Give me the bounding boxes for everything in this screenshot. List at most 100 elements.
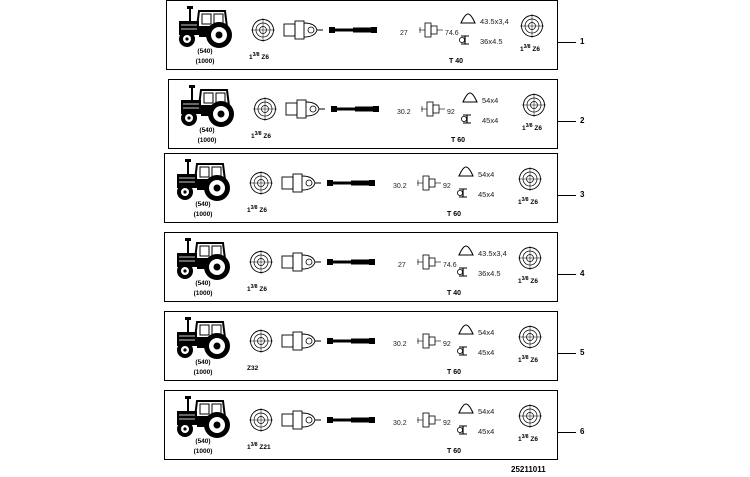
- implement-shaft-icon: [518, 404, 542, 428]
- pto-speed-1000: (1000): [193, 211, 213, 218]
- tractor-shaft-label-fraction: 3/8: [250, 284, 258, 290]
- series-label: T 60: [451, 137, 466, 144]
- implement-shaft-label-spline: Z6: [530, 436, 538, 443]
- callout-leader-line: [558, 353, 576, 354]
- tractor-pto-shaft-icon: [249, 408, 273, 432]
- yoke-icon: [281, 331, 321, 351]
- tractor-pto-shaft-icon: [253, 97, 277, 121]
- profile-size-top: 54x4: [482, 96, 499, 105]
- callout-leader-line: [558, 121, 576, 122]
- tractor-shaft-label-spline: Z6: [259, 207, 267, 214]
- yoke-icon: [285, 99, 325, 119]
- joint-dimension-icon: [419, 22, 443, 38]
- tractor-pto-shaft-icon: [249, 250, 273, 274]
- implement-shaft-label-fraction: 3/8: [525, 123, 533, 129]
- tractor-shaft-label: 13/8 Z6: [251, 132, 271, 141]
- lemon-profile-icon: [461, 114, 471, 124]
- profile-size-top: 54x4: [478, 328, 495, 337]
- triangular-profile-icon: [462, 92, 478, 103]
- implement-shaft-label-fraction: 3/8: [521, 276, 529, 282]
- joint-length-left: 30.2: [393, 341, 407, 348]
- joint-length-left: 30.2: [393, 420, 407, 427]
- joint-length-right: 74.6: [445, 30, 459, 37]
- pto-speed-540: (540): [195, 359, 211, 366]
- triangular-profile-icon: [458, 245, 474, 256]
- tractor-shaft-label: 13/8 Z6: [247, 206, 267, 215]
- joint-length-right: 74.6: [443, 262, 457, 269]
- implement-shaft-label-spline: Z6: [530, 278, 538, 285]
- implement-shaft-icon: [520, 14, 544, 38]
- reference-number: 25211011: [511, 465, 546, 474]
- triangular-profile-icon: [458, 166, 474, 177]
- tractor-icon: [177, 159, 230, 201]
- tractor-shaft-label-fraction: 3/8: [250, 205, 258, 211]
- profile-size-bottom: 36x4.5: [478, 269, 501, 278]
- driveshaft-icon: [327, 417, 375, 423]
- callout-number: 6: [580, 427, 585, 436]
- series-label: T 40: [447, 290, 462, 297]
- implement-shaft-label: 13/8 Z6: [518, 435, 538, 444]
- joint-length-left: 30.2: [397, 109, 411, 116]
- profile-size-bottom: 45x4: [478, 190, 495, 199]
- callout-number: 5: [580, 348, 585, 357]
- lemon-profile-icon: [457, 188, 467, 198]
- lemon-profile-icon: [457, 425, 467, 435]
- triangular-profile-icon: [458, 324, 474, 335]
- tractor-icon: [177, 317, 230, 359]
- profile-size-bottom: 45x4: [478, 348, 495, 357]
- yoke-icon: [283, 20, 323, 40]
- joint-length-left: 30.2: [393, 183, 407, 190]
- implement-shaft-icon: [518, 167, 542, 191]
- implement-shaft-label: 13/8 Z6: [518, 198, 538, 207]
- profile-size-top: 54x4: [478, 170, 495, 179]
- joint-length-left: 27: [398, 262, 406, 269]
- profile-size-bottom: 36x4.5: [480, 37, 503, 46]
- joint-dimension-icon: [421, 101, 445, 117]
- profile-size-top: 43.5x3,4: [478, 249, 507, 258]
- joint-dimension-icon: [417, 254, 441, 270]
- profile-size-bottom: 45x4: [482, 116, 499, 125]
- implement-shaft-label-base: 1: [518, 436, 522, 443]
- pto-speed-1000: (1000): [193, 369, 213, 376]
- lemon-profile-icon: [457, 267, 467, 277]
- profile-size-top: 54x4: [478, 407, 495, 416]
- lemon-profile-icon: [459, 35, 469, 45]
- tractor-icon: [179, 6, 232, 48]
- callout-number: 4: [580, 269, 585, 278]
- implement-shaft-icon: [522, 93, 546, 117]
- driveshaft-icon: [329, 27, 377, 33]
- joint-length-right: 92: [443, 420, 451, 427]
- tractor-shaft-label-fraction: 3/8: [254, 131, 262, 137]
- tractor-shaft-label-base: 1: [247, 207, 251, 214]
- series-label: T 60: [447, 211, 462, 218]
- driveshaft-icon: [331, 106, 379, 112]
- implement-shaft-label: 13/8 Z6: [520, 45, 540, 54]
- joint-length-right: 92: [443, 183, 451, 190]
- pto-speed-1000: (1000): [193, 448, 213, 455]
- joint-dimension-icon: [417, 175, 441, 191]
- series-label: T 60: [447, 369, 462, 376]
- callout-leader-line: [558, 432, 576, 433]
- yoke-icon: [281, 252, 321, 272]
- yoke-icon: [281, 410, 321, 430]
- tractor-shaft-label-spline: Z6: [263, 133, 271, 140]
- callout-leader-line: [558, 42, 576, 43]
- tractor-shaft-label-base: 1: [251, 133, 255, 140]
- callout-number: 3: [580, 190, 585, 199]
- pto-speed-540: (540): [195, 280, 211, 287]
- pto-speed-540: (540): [199, 127, 215, 134]
- implement-shaft-label-base: 1: [518, 357, 522, 364]
- triangular-profile-icon: [458, 403, 474, 414]
- pto-speed-1000: (1000): [197, 137, 217, 144]
- triangular-profile-icon: [460, 13, 476, 24]
- implement-shaft-label-fraction: 3/8: [523, 44, 531, 50]
- tractor-shaft-label-fraction: 3/8: [252, 52, 260, 58]
- tractor-pto-shaft-icon: [249, 171, 273, 195]
- pto-speed-1000: (1000): [193, 290, 213, 297]
- implement-shaft-icon: [518, 325, 542, 349]
